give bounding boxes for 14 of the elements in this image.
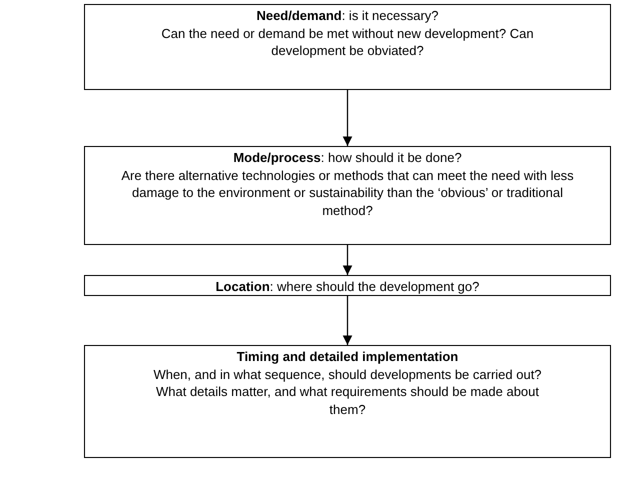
process-box xyxy=(84,345,611,458)
process-box xyxy=(84,4,611,90)
box-heading: Timing and detailed implementation xyxy=(236,348,458,366)
arrow xyxy=(342,245,352,275)
box-text: Are there alternative technologies or methods that can meet the need with less damage to the environment or sustainability than the ‘obvious’ or traditional method? xyxy=(120,166,575,219)
arrow xyxy=(342,90,352,146)
box-heading: Location: where should the development go? xyxy=(216,278,480,296)
process-box xyxy=(84,146,611,245)
arrow xyxy=(342,296,352,345)
box-heading: Need/demand: is it necessary? xyxy=(256,7,439,24)
box-text: When, and in what sequence, should developments be carried out? What details matter, and what requirements should be made about them? xyxy=(152,366,543,418)
process-box xyxy=(84,275,611,296)
box-heading: Mode/process: how should it be done? xyxy=(233,149,462,166)
box-text: Can the need or demand be met without new development? Can development be obviated? xyxy=(160,24,535,60)
